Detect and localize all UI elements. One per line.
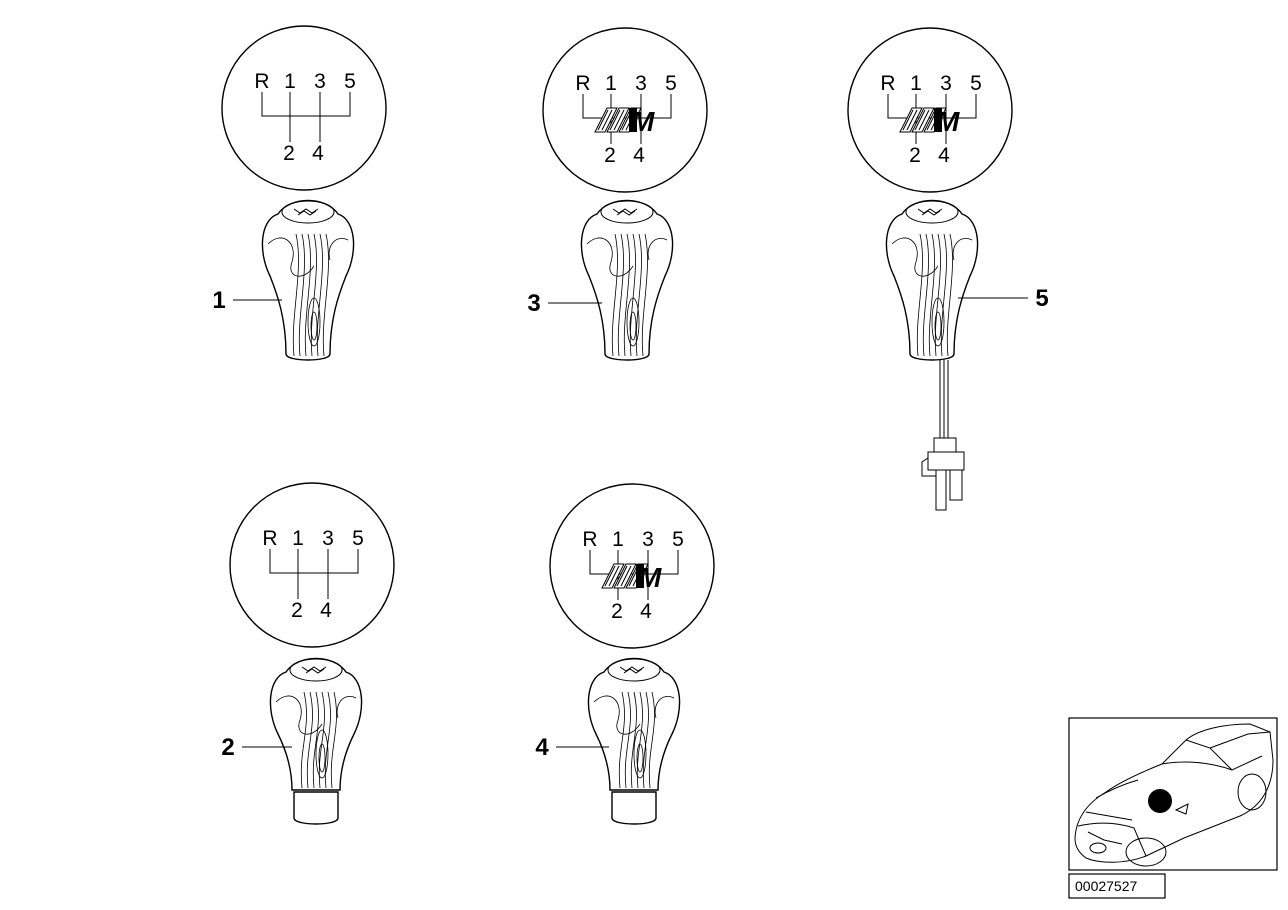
gear-label-5: 5: [672, 528, 684, 551]
knob-body: [580, 199, 674, 361]
gear-label-3: 3: [940, 72, 952, 95]
m-badge-icon: M: [594, 106, 655, 137]
knob-cap: [600, 200, 654, 224]
gear-label-5: 5: [344, 70, 356, 93]
callout-5: 5: [958, 285, 1049, 312]
callout-number: 5: [1035, 285, 1048, 312]
knob-cap: [281, 200, 335, 224]
gear-label-4: 4: [633, 144, 645, 167]
m-badge-icon: M: [601, 562, 662, 593]
wire-connector: [921, 360, 965, 511]
wood-grain: [275, 691, 357, 789]
shift-gate-lines: [261, 92, 351, 142]
m-badge-icon: M: [899, 106, 960, 137]
shift-knob: [885, 199, 979, 511]
gear-label-5: 5: [352, 527, 364, 550]
callout-number: 4: [535, 734, 549, 761]
gear-label-r: R: [880, 72, 895, 95]
knob-body: [269, 657, 363, 791]
callout-number: 1: [212, 287, 225, 314]
gear-label-2: 2: [604, 144, 616, 167]
gear-label-1: 1: [292, 527, 304, 550]
knob-body: [261, 199, 355, 361]
gear-label-3: 3: [642, 528, 654, 551]
callout-4: 4: [535, 734, 609, 761]
gear-label-2: 2: [909, 144, 921, 167]
knob-cap: [905, 200, 959, 224]
vehicle-location-thumbnail: 00027527: [1068, 717, 1278, 899]
gear-label-1: 1: [612, 528, 624, 551]
reference-number: 00027527: [1075, 878, 1138, 894]
callout-number: 3: [527, 290, 540, 317]
gear-label-5: 5: [665, 72, 677, 95]
wood-grain: [891, 233, 973, 357]
gear-label-r: R: [582, 528, 597, 551]
shift-knob: [261, 199, 355, 361]
cap-emblem-icon: [917, 208, 943, 216]
gear-label-1: 1: [910, 72, 922, 95]
shift-knob: [269, 657, 363, 825]
cap-emblem-icon: [612, 208, 638, 216]
knob-base-ring: [293, 791, 339, 825]
cap-emblem-icon: [619, 666, 645, 674]
gear-label-4: 4: [938, 144, 950, 167]
knob-body: [885, 199, 979, 361]
wood-grain: [267, 233, 349, 357]
gear-label-3: 3: [635, 72, 647, 95]
cap-emblem-icon: [301, 666, 327, 674]
gear-label-3: 3: [322, 527, 334, 550]
gear-label-3: 3: [314, 70, 326, 93]
knob-cap: [289, 658, 343, 682]
wood-grain: [593, 691, 675, 789]
gear-label-5: 5: [970, 72, 982, 95]
gear-label-4: 4: [312, 142, 324, 165]
callout-1: 1: [212, 287, 282, 314]
gear-label-2: 2: [291, 599, 303, 622]
knob-body: [587, 657, 681, 791]
gear-label-1: 1: [284, 70, 296, 93]
gear-label-4: 4: [640, 600, 652, 623]
gear-label-2: 2: [283, 142, 295, 165]
wood-grain: [586, 233, 668, 357]
shift-gate-lines: [269, 549, 359, 599]
shift-knob: [580, 199, 674, 361]
cap-emblem-icon: [293, 208, 319, 216]
shift-knob: [587, 657, 681, 825]
car-outline-icon: [1074, 723, 1274, 867]
gear-label-r: R: [575, 72, 590, 95]
gear-label-r: R: [254, 70, 269, 93]
knob-base-ring: [611, 791, 657, 825]
callout-number: 2: [221, 734, 234, 761]
callout-2: 2: [221, 734, 292, 761]
gear-label-4: 4: [320, 599, 332, 622]
gear-label-1: 1: [605, 72, 617, 95]
callout-3: 3: [527, 290, 602, 317]
gear-label-2: 2: [611, 600, 623, 623]
location-marker-icon: [1148, 789, 1172, 813]
gear-label-r: R: [262, 527, 277, 550]
knob-cap: [607, 658, 661, 682]
